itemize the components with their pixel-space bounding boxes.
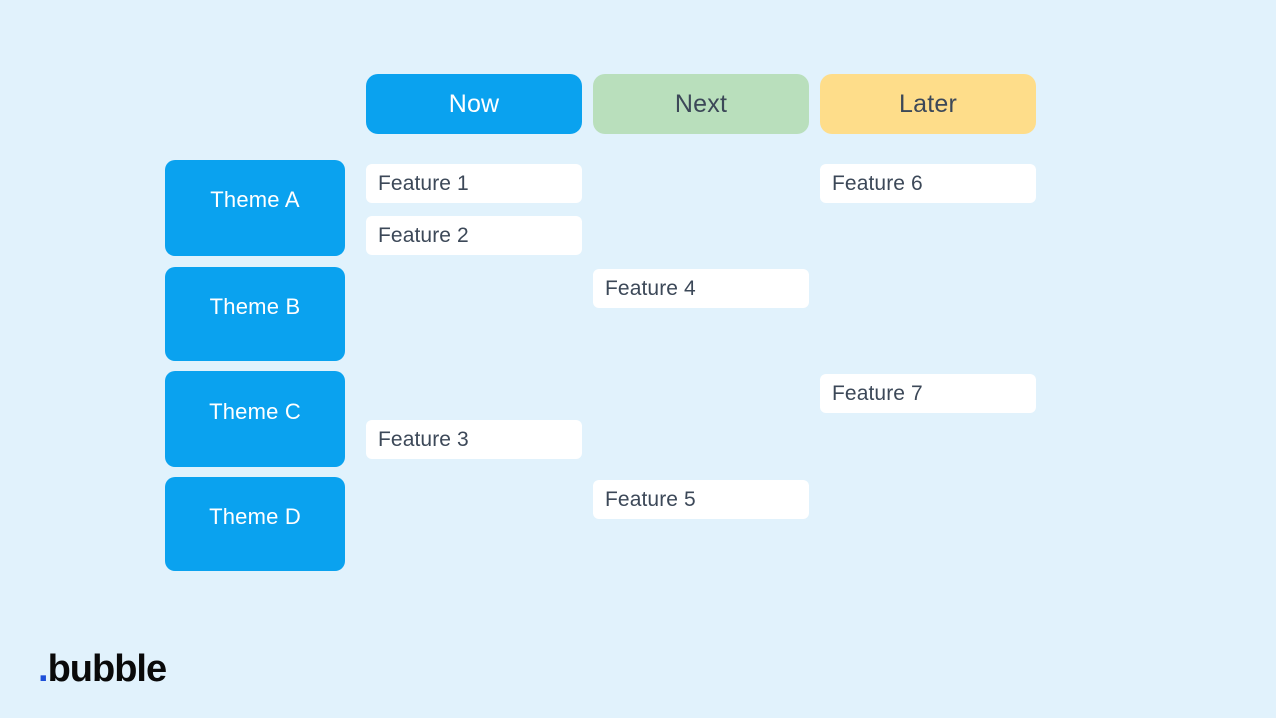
theme-label: Theme C (209, 399, 301, 424)
feature-card-label: Feature 7 (832, 381, 923, 405)
column-header-later[interactable]: Later (820, 74, 1036, 134)
feature-card-label: Feature 4 (605, 276, 696, 300)
column-header-next[interactable]: Next (593, 74, 809, 134)
feature-card-label: Feature 3 (378, 427, 469, 451)
feature-card[interactable]: Feature 1 (366, 164, 582, 203)
feature-card[interactable]: Feature 6 (820, 164, 1036, 203)
feature-card[interactable]: Feature 2 (366, 216, 582, 255)
feature-card-label: Feature 5 (605, 487, 696, 511)
feature-card[interactable]: Feature 4 (593, 269, 809, 308)
feature-card-label: Feature 1 (378, 171, 469, 195)
theme-block-theme-b[interactable]: Theme B (165, 267, 345, 361)
bubble-logo: . bubble (38, 648, 168, 690)
column-header-next-label: Next (674, 89, 728, 118)
logo-dot: . (38, 648, 49, 690)
column-header-now[interactable]: Now (366, 74, 582, 134)
feature-card-label: Feature 2 (378, 223, 469, 247)
feature-card[interactable]: Feature 3 (366, 420, 582, 459)
theme-label: Theme B (209, 294, 301, 319)
feature-card[interactable]: Feature 7 (820, 374, 1036, 413)
logo-wordmark: bubble (47, 648, 168, 690)
theme-block-theme-d[interactable]: Theme D (165, 477, 345, 571)
theme-label: Theme D (209, 504, 301, 529)
theme-block-theme-a[interactable]: Theme A (165, 160, 345, 256)
column-header-now-label: Now (448, 89, 500, 118)
feature-card-label: Feature 6 (832, 171, 923, 195)
column-header-later-label: Later (899, 89, 957, 118)
theme-block-theme-c[interactable]: Theme C (165, 371, 345, 467)
feature-card[interactable]: Feature 5 (593, 480, 809, 519)
theme-label: Theme A (210, 187, 300, 212)
